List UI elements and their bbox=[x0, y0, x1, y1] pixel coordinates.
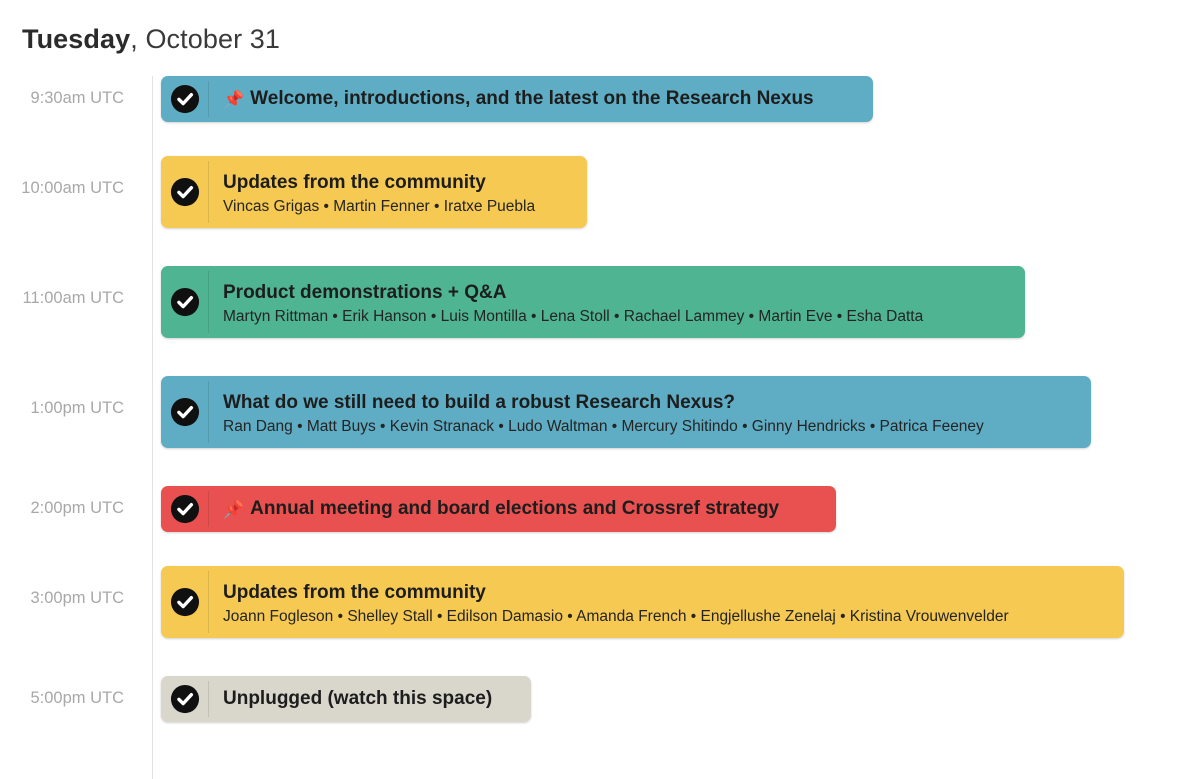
event-title: Product demonstrations + Q&A bbox=[223, 281, 1009, 305]
pin-icon: 📌 bbox=[223, 499, 245, 519]
page-title: Tuesday, October 31 bbox=[22, 22, 280, 56]
event-title: 📌Annual meeting and board elections and … bbox=[223, 497, 820, 521]
schedule-row: 2:00pm UTC 📌Annual meeting and board elec… bbox=[0, 486, 1200, 532]
event-title-text: Unplugged (watch this space) bbox=[223, 688, 493, 709]
event-time-label: 10:00am UTC bbox=[21, 179, 124, 197]
event-body: Unplugged (watch this space) bbox=[209, 676, 531, 722]
event-card[interactable]: 📌Annual meeting and board elections and … bbox=[161, 486, 836, 532]
event-title: Updates from the community bbox=[223, 171, 571, 195]
event-speakers: Joann Fogleson • Shelley Stall • Edilson… bbox=[223, 607, 1009, 625]
event-card[interactable]: Unplugged (watch this space) bbox=[161, 676, 531, 722]
event-title: What do we still need to build a robust … bbox=[223, 391, 1075, 415]
event-time-label: 2:00pm UTC bbox=[30, 499, 124, 517]
event-speakers: Vincas Grigas • Martin Fenner • Iratxe P… bbox=[223, 197, 536, 215]
event-card[interactable]: What do we still need to build a robust … bbox=[161, 376, 1091, 448]
schedule-row: 1:00pm UTC What do we still need to build… bbox=[0, 376, 1200, 448]
check-circle-icon bbox=[170, 287, 200, 317]
event-time-label: 11:00am UTC bbox=[22, 289, 124, 307]
schedule-timeline: 9:30am UTC📌Welcome, introductions, and t… bbox=[0, 76, 1200, 779]
event-check-toggle[interactable] bbox=[161, 266, 209, 338]
event-speakers: Martyn Rittman • Erik Hanson • Luis Mont… bbox=[223, 307, 924, 325]
date-label: , October 31 bbox=[130, 24, 281, 54]
event-title-text: What do we still need to build a robust … bbox=[223, 391, 736, 413]
timeline-rail bbox=[152, 76, 153, 779]
event-title: Updates from the community bbox=[223, 581, 1108, 605]
event-time-label: 9:30am UTC bbox=[30, 89, 124, 107]
event-check-toggle[interactable] bbox=[161, 566, 209, 638]
event-card[interactable]: 📌Welcome, introductions, and the latest … bbox=[161, 76, 873, 122]
event-check-toggle[interactable] bbox=[161, 156, 209, 228]
check-circle-icon bbox=[170, 177, 200, 207]
check-circle-icon bbox=[170, 587, 200, 617]
event-time-label: 5:00pm UTC bbox=[30, 689, 124, 707]
event-title-text: Updates from the community bbox=[223, 581, 486, 603]
pin-icon: 📌 bbox=[223, 89, 245, 109]
event-speakers: Ran Dang • Matt Buys • Kevin Stranack • … bbox=[223, 417, 984, 435]
event-body: Product demonstrations + Q&A Martyn Rittm… bbox=[209, 266, 1025, 338]
day-of-week-label: Tuesday bbox=[22, 24, 131, 54]
event-check-toggle[interactable] bbox=[161, 676, 209, 722]
check-circle-icon bbox=[170, 494, 200, 524]
event-time-label: 1:00pm UTC bbox=[30, 399, 124, 417]
event-title: Unplugged (watch this space) bbox=[223, 687, 515, 711]
event-time-label: 3:00pm UTC bbox=[30, 589, 124, 607]
event-title-text: Welcome, introductions, and the latest o… bbox=[250, 88, 814, 109]
event-card[interactable]: Product demonstrations + Q&A Martyn Rittm… bbox=[161, 266, 1025, 338]
event-check-toggle[interactable] bbox=[161, 76, 209, 122]
event-title: 📌Welcome, introductions, and the latest … bbox=[223, 87, 857, 111]
event-body: 📌Annual meeting and board elections and … bbox=[209, 486, 836, 532]
schedule-row: 11:00am UTC Product demonstrations + Q&A M… bbox=[0, 266, 1200, 338]
event-title-text: Annual meeting and board elections and C… bbox=[250, 498, 780, 519]
event-check-toggle[interactable] bbox=[161, 376, 209, 448]
event-body: What do we still need to build a robust … bbox=[209, 376, 1091, 448]
schedule-row: 5:00pm UTC Unplugged (watch this space) bbox=[0, 676, 1200, 722]
check-circle-icon bbox=[170, 684, 200, 714]
event-title-text: Updates from the community bbox=[223, 171, 486, 193]
event-check-toggle[interactable] bbox=[161, 486, 209, 532]
schedule-row: 9:30am UTC 📌Welcome, introductions, and t… bbox=[0, 76, 1200, 122]
event-body: 📌Welcome, introductions, and the latest … bbox=[209, 76, 873, 122]
schedule-rows: 9:30am UTC📌Welcome, introductions, and t… bbox=[0, 76, 1200, 722]
check-circle-icon bbox=[170, 397, 200, 427]
check-circle-icon bbox=[170, 84, 200, 114]
event-title-text: Product demonstrations + Q&A bbox=[223, 281, 507, 303]
